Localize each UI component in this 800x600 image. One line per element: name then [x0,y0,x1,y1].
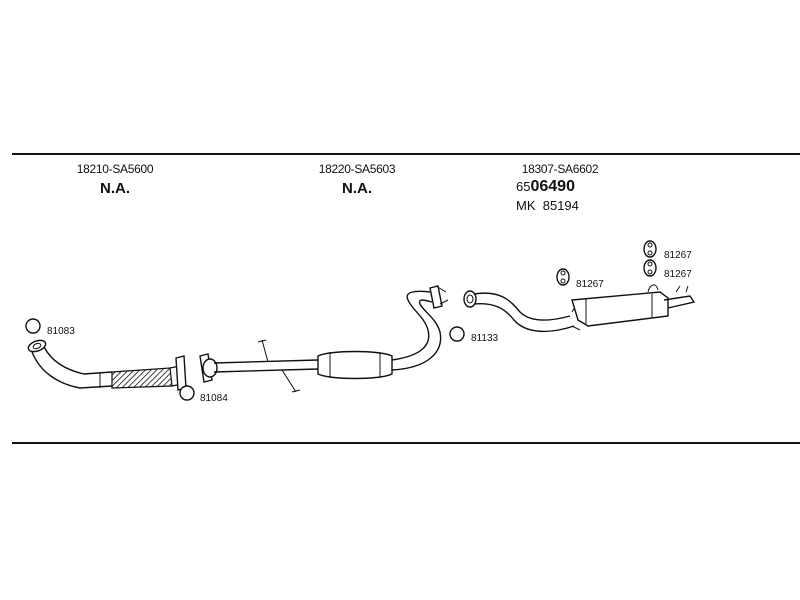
availability-label: N.A. [342,180,372,197]
callout-label: 81133 [471,333,499,344]
callout-81267-c: 81267 [643,259,692,280]
callout-81083: 81083 [25,318,75,337]
rubber-hanger-icon [643,240,657,258]
rubber-hanger-icon [556,268,570,286]
callout-label: 81267 [576,279,604,290]
rubber-hanger-icon [643,259,657,277]
order-code-number: 06490 [530,178,575,195]
callout-81267-b: 81267 [643,240,692,261]
muffler-inlet-flange [463,290,477,308]
alt-order-prefix: MK [516,198,536,213]
resonator [317,350,393,380]
gasket-icon [179,385,195,401]
front-flange [27,339,47,353]
order-code: 6506490 [510,178,610,196]
callout-81133: 81133 [449,326,499,344]
callout-label: 81267 [664,250,692,261]
flex-joint [111,367,173,389]
gasket-icon [449,326,465,342]
middle-pipe [199,285,449,393]
top-divider [12,153,800,155]
part-number: 18220-SA5603 [318,162,396,176]
callout-label: 81083 [47,326,75,337]
muffler-box [571,291,669,327]
rear-flange [175,355,187,391]
part-number: 18307-SA6602 [521,162,599,176]
part-number: 18210-SA5600 [76,162,154,176]
order-code-prefix: 65 [516,179,531,194]
gasket-icon [25,318,41,334]
callout-label: 81267 [664,269,692,280]
part-block-middle-pipe: 18220-SA5603 N.A. [312,162,402,197]
callout-81267-a: 81267 [556,268,604,290]
callout-label: 81084 [200,393,228,404]
bottom-divider [12,442,800,444]
alt-order-code: MK 85194 [510,198,610,213]
tailpipe [663,295,696,309]
rear-muffler-assembly [463,284,696,333]
middle-rear-flange [429,285,443,309]
callout-81084: 81084 [179,385,228,404]
part-block-front-pipe: 18210-SA5600 N.A. [70,162,160,197]
availability-label: N.A. [100,180,130,197]
alt-order-number: 85194 [542,198,579,213]
part-block-rear-muffler: 18307-SA6602 6506490 MK 85194 [510,162,610,213]
front-pipe [27,339,187,391]
